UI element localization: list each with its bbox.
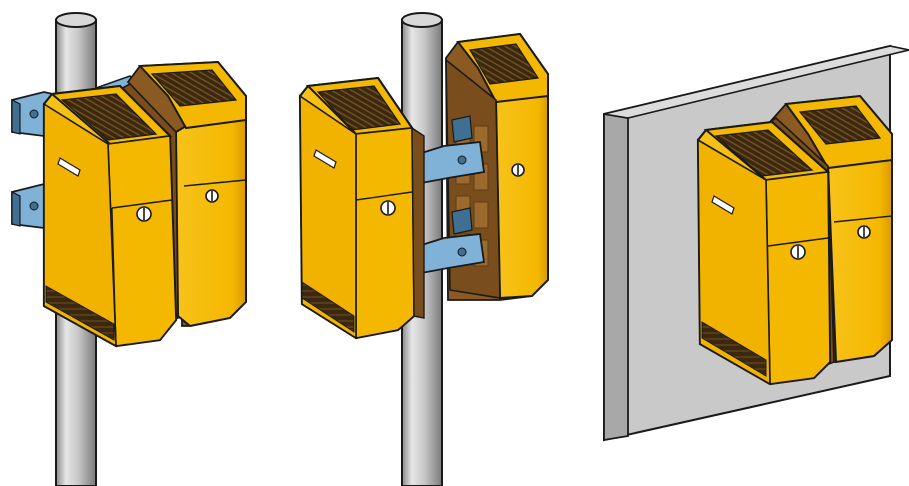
- scene-pole-mount-front: [12, 13, 246, 486]
- cabinet-front-icon: [44, 86, 176, 346]
- cabinet-front-icon: [698, 122, 830, 384]
- cabinet-frame-icon: [412, 128, 424, 318]
- scene-pole-mount-rear: [300, 13, 548, 486]
- scene-wall-mount: [604, 46, 909, 440]
- cabinet-front-icon: [300, 78, 414, 338]
